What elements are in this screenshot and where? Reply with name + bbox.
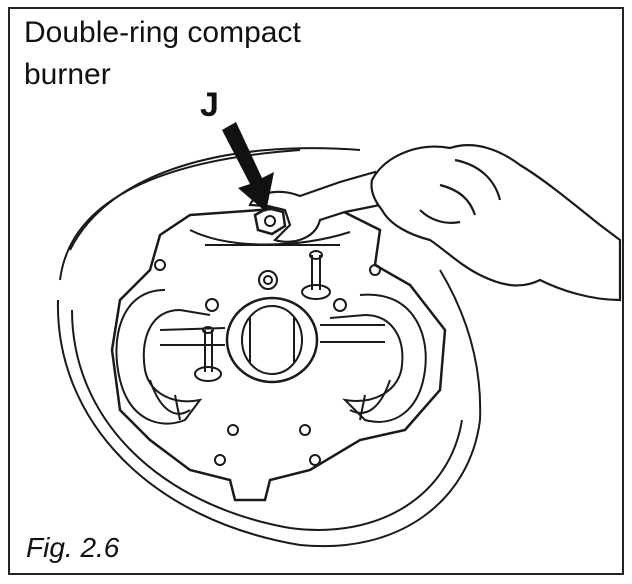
- burner-loop-right: [329, 293, 427, 423]
- figure-border: [8, 7, 624, 575]
- hob-ring-right: [439, 269, 482, 421]
- screw-hole: [154, 259, 166, 271]
- electrode-left: [204, 330, 213, 372]
- figure-caption: Fig. 2.6: [26, 532, 120, 563]
- nut-j: [253, 206, 287, 236]
- hob-ring-outer: [69, 147, 361, 251]
- figure-title-line-2: burner: [24, 58, 111, 91]
- electrode-right: [311, 255, 321, 290]
- center-hole: [225, 296, 319, 384]
- burner-plate: [110, 203, 447, 502]
- figure-title-line-1: Double-ring compact: [24, 16, 301, 49]
- hand-icon: [370, 144, 622, 302]
- hob-ring-left-2: [71, 309, 463, 531]
- burner-bridge: [159, 324, 385, 346]
- arrow-down-icon: [222, 122, 274, 212]
- hob-ring-left: [56, 299, 481, 548]
- burner-loop-left: [115, 289, 211, 425]
- callout-label: J: [200, 86, 219, 124]
- top-channel: [189, 229, 351, 246]
